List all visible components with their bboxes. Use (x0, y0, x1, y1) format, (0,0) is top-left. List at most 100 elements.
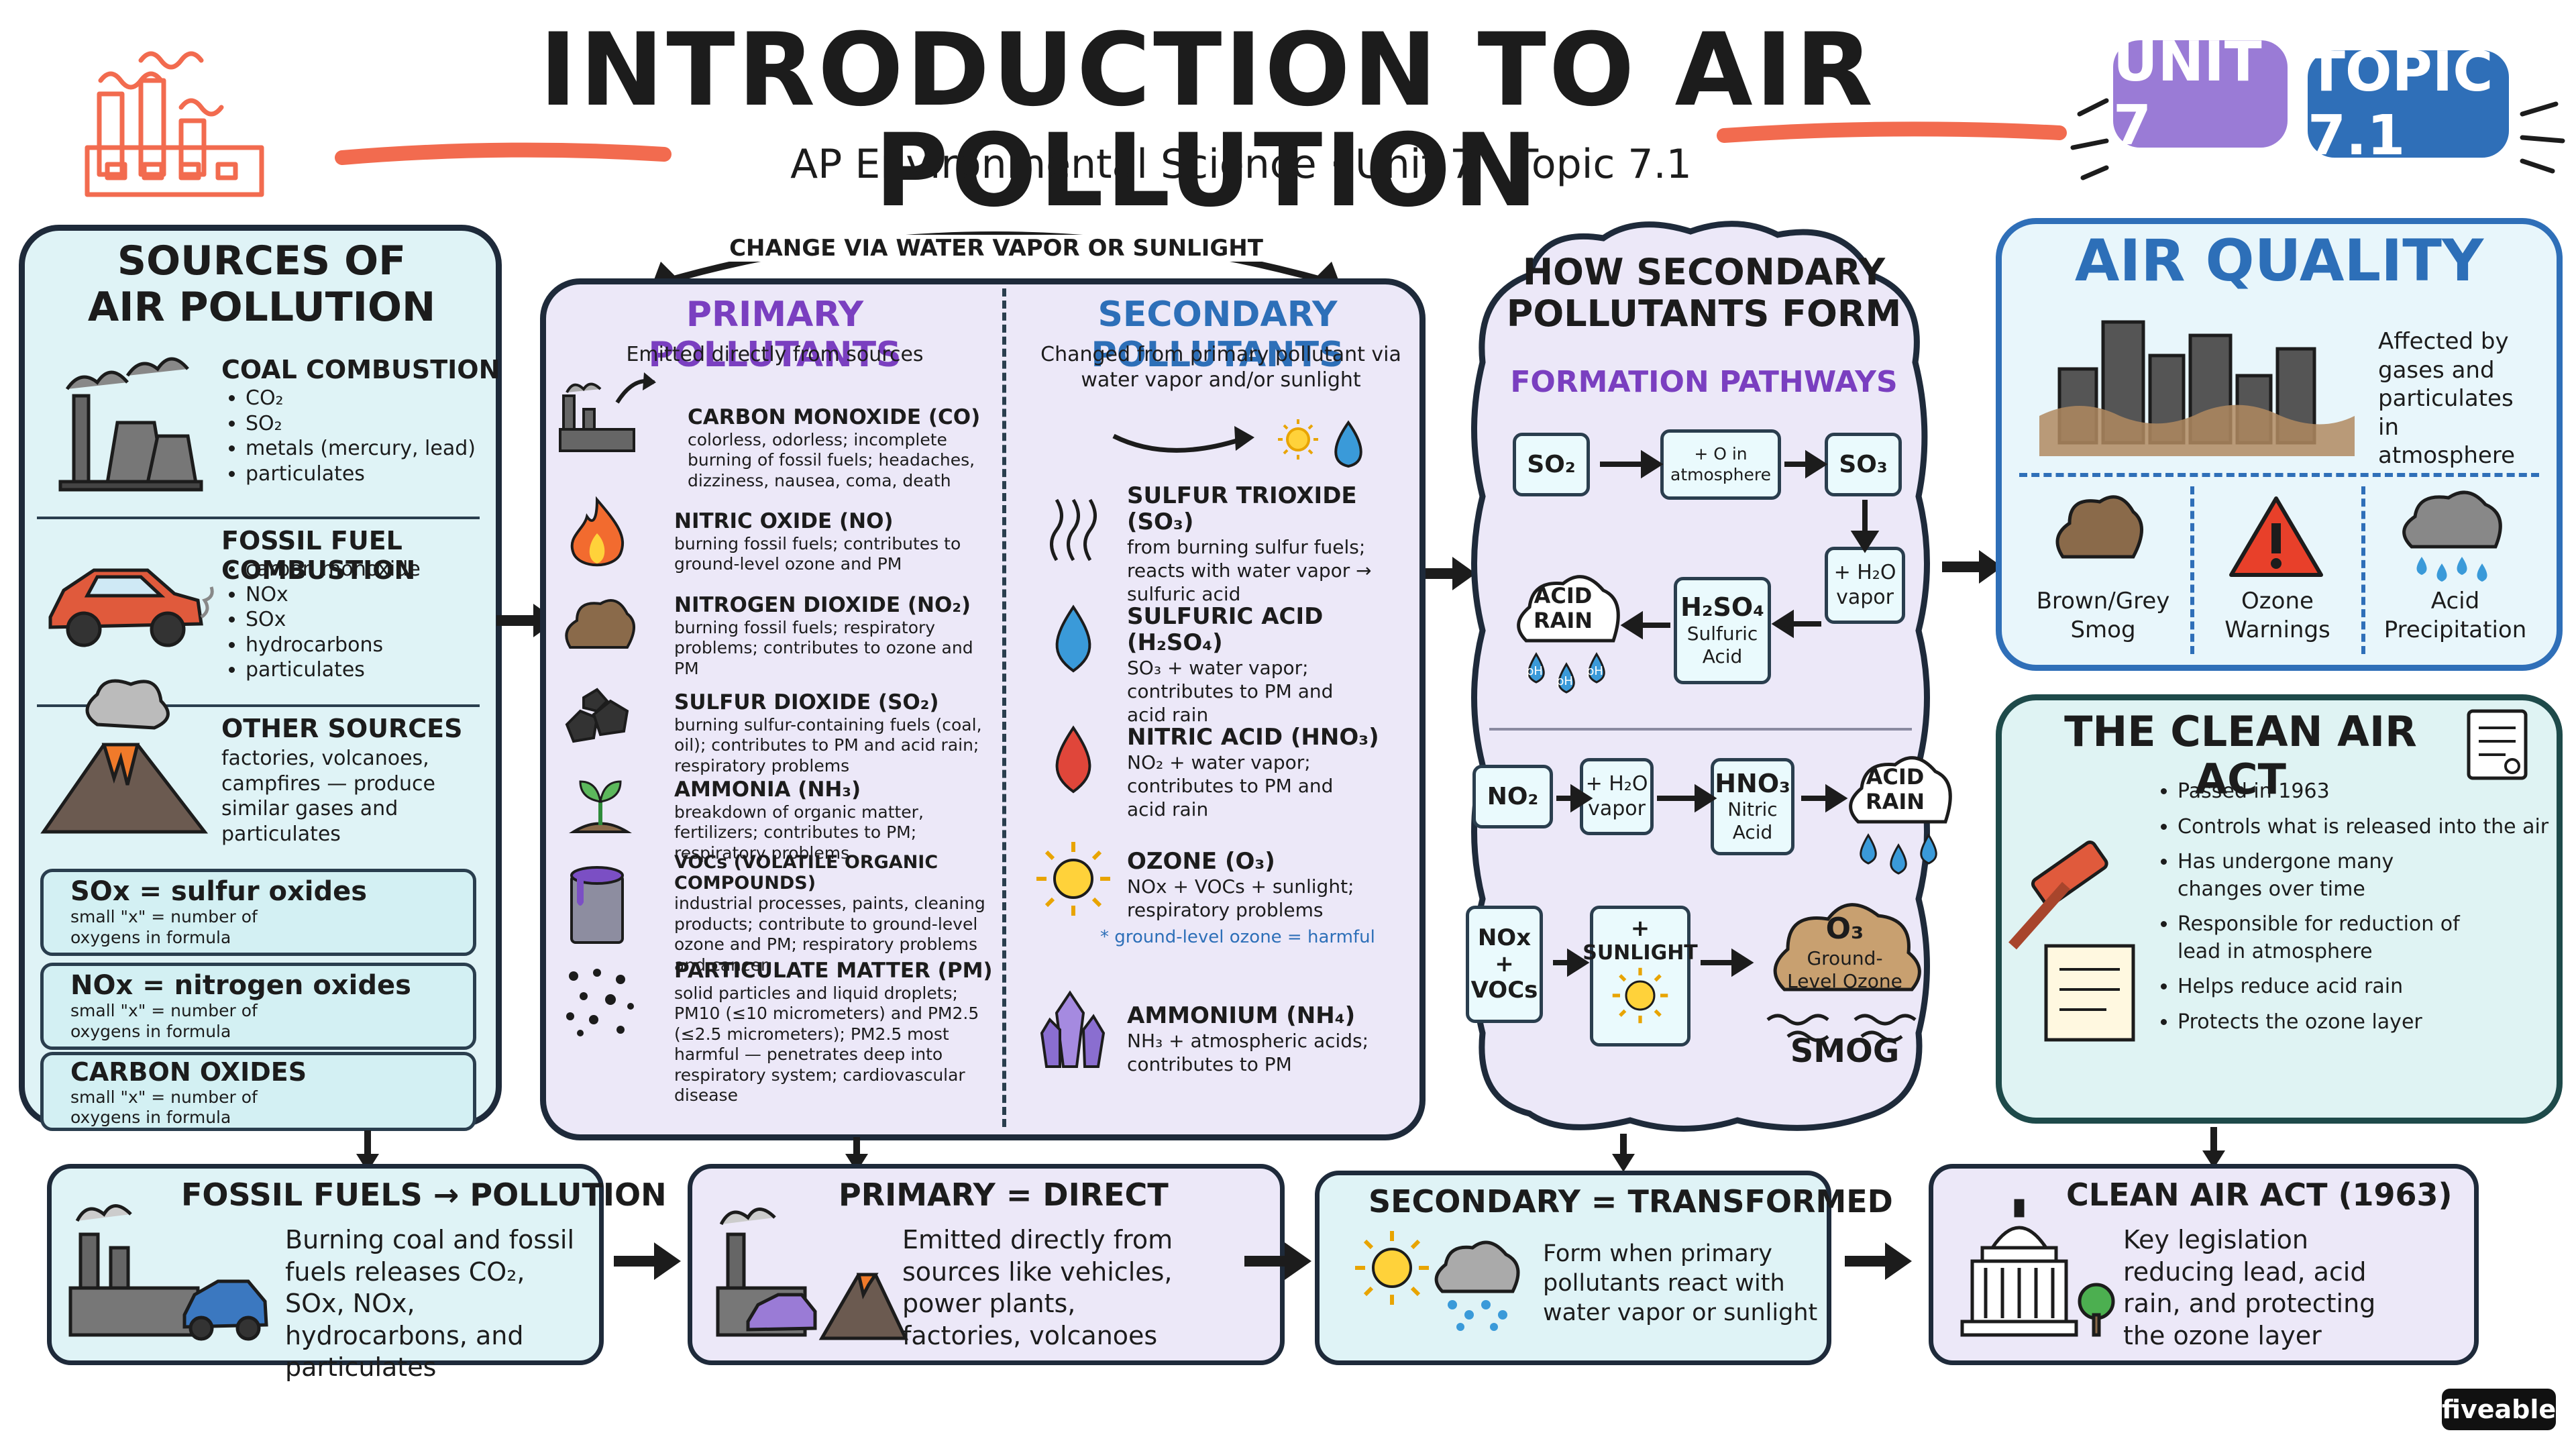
def-term: NOx = nitrogen oxides (70, 970, 411, 1001)
caa-item: Helps reduce acid rain (2178, 973, 2573, 1001)
primary-title: PRIMARY POLLUTANTS (648, 294, 902, 375)
node-so2: SO₂ (1513, 433, 1590, 496)
smog-cloud-icon (565, 599, 635, 649)
arrow-down-icon (2202, 1127, 2225, 1169)
page-title: INTRODUCTION TO AIR POLLUTION (539, 12, 1876, 229)
def-box-nox: NOx = nitrogen oxides small "x" = number… (40, 963, 476, 1050)
nox-label: NOx (1477, 924, 1532, 951)
pollutant-desc: burning fossil fuels; contributes to gro… (674, 533, 961, 574)
arrow-down-icon (1612, 1134, 1635, 1172)
summary-text: Burning coal and fossil fuels releases C… (285, 1225, 575, 1382)
summary-text: Form when primary pollutants react with … (1543, 1240, 1818, 1326)
unit-badge: UNIT 7 (2113, 30, 2288, 158)
air-quality-note: Affected by gases and particulates in at… (2378, 328, 2515, 469)
acid-rain-cloud-icon (1517, 575, 1620, 694)
summary-text: Emitted directly from sources like vehic… (902, 1225, 1173, 1350)
pathway-arrows-3 (1553, 948, 1754, 977)
air-quality-divider (2019, 473, 2539, 477)
formation-subtitle: FORMATION PATHWAYS (1510, 365, 1898, 399)
formation-title-line1: HOW SECONDARY (1522, 251, 1886, 293)
def-term: CARBON OXIDES (70, 1057, 307, 1087)
secondary-item-o3: OZONE (O₃) NOx + VOCs + sunlight; respir… (1100, 848, 1415, 949)
def-note: small "x" = number of oxygens in formula (70, 1087, 258, 1128)
plus-label: + (1495, 950, 1514, 977)
pathway-arrows-1 (1600, 449, 1880, 640)
pollutant-name: NITRIC ACID (HNO₃) (1127, 724, 1379, 751)
paint-can-icon (570, 866, 624, 944)
caa-item: Protects the ozone layer (2178, 1009, 2573, 1036)
secondary-item-h2so4: SULFURIC ACID (H₂SO₄) SO₃ + water vapor;… (1127, 603, 1415, 727)
plus-sun-label: + (1630, 915, 1650, 942)
pollutant-name: NITRIC OXIDE (NO) (674, 509, 894, 533)
fire-icon (570, 496, 625, 567)
car-icon (48, 568, 214, 647)
summary-title: CLEAN AIR ACT (1963) (2066, 1177, 2453, 1213)
node-nox-vocs: NOx + VOCs (1466, 906, 1543, 1023)
fumes-icon (1050, 498, 1097, 561)
caa-item: Controls what is released into the air (2178, 814, 2573, 841)
primary-item-no: NITRIC OXIDE (NO) burning fossil fuels; … (674, 509, 996, 575)
arrow-down-icon (845, 1137, 868, 1172)
transform-arrow-icon (1112, 419, 1362, 468)
primary-item-vocs: VOCs (VOLATILE ORGANIC COMPOUNDS) indust… (674, 852, 996, 975)
fossil-item: hydrocarbons (246, 633, 514, 658)
h2so4-formula: H₂SO₄ (1680, 592, 1764, 622)
o3-name: Ground-Level Ozone (1787, 947, 1902, 993)
def-box-carbon: CARBON OXIDES small "x" = number of oxyg… (40, 1052, 476, 1131)
acid-rain-label-2: ACID RAIN (1865, 764, 1925, 814)
factory-logo-icon (85, 51, 264, 197)
factory-car-icon (68, 1204, 268, 1341)
ph-label: pH (1556, 674, 1573, 688)
particles-icon (566, 969, 634, 1036)
crystal-icon (1040, 990, 1106, 1068)
smog-label: SMOG (1790, 1032, 1900, 1070)
ozone-note: * ground-level ozone = harmful (1100, 927, 1375, 948)
rain-cloud-icon (2402, 490, 2502, 582)
sun-icon (1036, 842, 1110, 916)
coal-lumps-icon (565, 688, 629, 743)
pollutants-divider (1002, 288, 1006, 1127)
fossil-item: particulates (246, 657, 514, 683)
pathway-arrows-2 (1556, 784, 1848, 813)
arrow-right-icon (1845, 1242, 1912, 1280)
arrow-right-icon (1942, 550, 2002, 584)
effect-smog: Brown/Grey Smog (2036, 588, 2170, 643)
pollutant-name: PARTICULATE MATTER (PM) (674, 959, 993, 983)
sources-title-line1: SOURCES OF (117, 237, 407, 284)
air-quality-divider (2190, 486, 2194, 654)
sources-divider (37, 704, 480, 707)
caa-item: Has undergone many changes over time (2178, 849, 2459, 903)
title-underline-right (1717, 121, 2067, 143)
fossil-list: carbon monoxide NOx SOx hydrocarbons par… (221, 557, 514, 683)
acid-rain-cloud-icon (1849, 756, 1952, 875)
hno3-formula: HNO₃ (1715, 768, 1790, 798)
brand-badge[interactable]: fiveable (2442, 1389, 2556, 1430)
pollutant-desc: NH₃ + atmospheric acids; contributes to … (1127, 1030, 1369, 1076)
node-so3: SO₃ (1825, 433, 1902, 496)
summary-text: Key legislation reducing lead, acid rain… (2123, 1225, 2376, 1350)
pollutant-desc: from burning sulfur fuels; reacts with w… (1127, 536, 1372, 606)
badge-sparkle-right (2520, 101, 2565, 174)
other-sources-title: OTHER SOURCES (221, 714, 463, 743)
sun-rain-icon (1355, 1231, 1520, 1331)
sources-title: SOURCES OF AIR POLLUTION (40, 238, 483, 331)
acid-rain-label-1: ACID RAIN (1533, 583, 1593, 633)
city-smog-icon (2039, 320, 2355, 456)
def-note: small "x" = number of oxygens in formula (70, 1001, 258, 1041)
summary-title: SECONDARY = TRANSFORMED (1368, 1183, 1893, 1220)
air-quality-divider (2361, 486, 2365, 654)
ph-label: pH (1587, 664, 1603, 678)
volcano-icon (40, 679, 209, 834)
arrow-down-icon (356, 1130, 379, 1172)
pollutant-name: NITROGEN DIOXIDE (NO₂) (674, 593, 971, 617)
sources-divider (37, 517, 480, 519)
coal-combustion-title: COAL COMBUSTION (221, 355, 500, 384)
capitol-icon (1960, 1199, 2115, 1337)
fossil-item: NOx (246, 582, 514, 608)
air-quality-title: AIR QUALITY (2074, 227, 2484, 294)
caa-list: Passed in 1963 Controls what is released… (2153, 778, 2573, 1036)
primary-item-co: CARBON MONOXIDE (CO) colorless, odorless… (688, 405, 996, 491)
summary-title: PRIMARY = DIRECT (839, 1177, 1169, 1213)
pollutant-desc: colorless, odorless; incomplete burning … (688, 429, 975, 490)
pollutant-name: SULFUR TRIOXIDE (SO₃) (1127, 482, 1357, 536)
